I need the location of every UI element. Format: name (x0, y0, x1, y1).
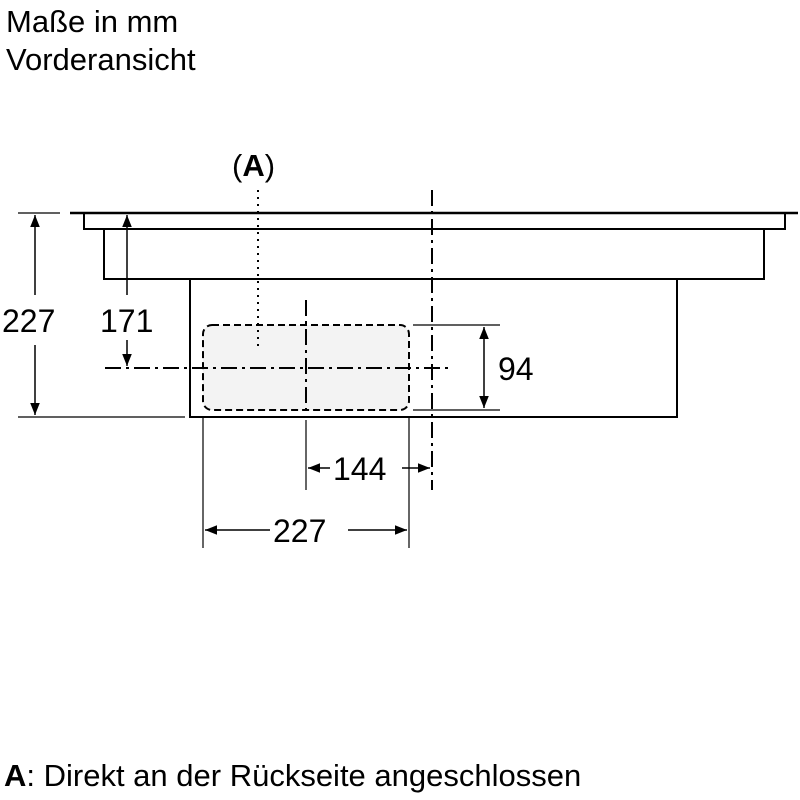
callout-label: (A) (232, 150, 275, 181)
title-line-2: Vorderansicht (6, 42, 196, 77)
dim-label-opening-height: 94 (498, 351, 534, 387)
legend: A: Direkt an der Rückseite angeschlossen (4, 760, 581, 791)
dim-label-axis-offset: 144 (333, 451, 386, 487)
legend-text: : Direkt an der Rückseite angeschlossen (26, 758, 582, 793)
title-line-1: Maße in mm (6, 4, 179, 39)
callout-letter: A (242, 148, 265, 183)
hob-ledge (83, 213, 786, 230)
fan-housing (189, 279, 678, 418)
callout-paren-open: ( (232, 148, 243, 183)
legend-key: A (4, 758, 27, 793)
dim-label-total-height: 227 (2, 303, 55, 339)
dim-label-axis-height: 171 (100, 303, 153, 339)
hob-body (103, 229, 765, 280)
dim-label-opening-width: 227 (273, 513, 326, 549)
callout-paren-close: ) (264, 148, 276, 183)
